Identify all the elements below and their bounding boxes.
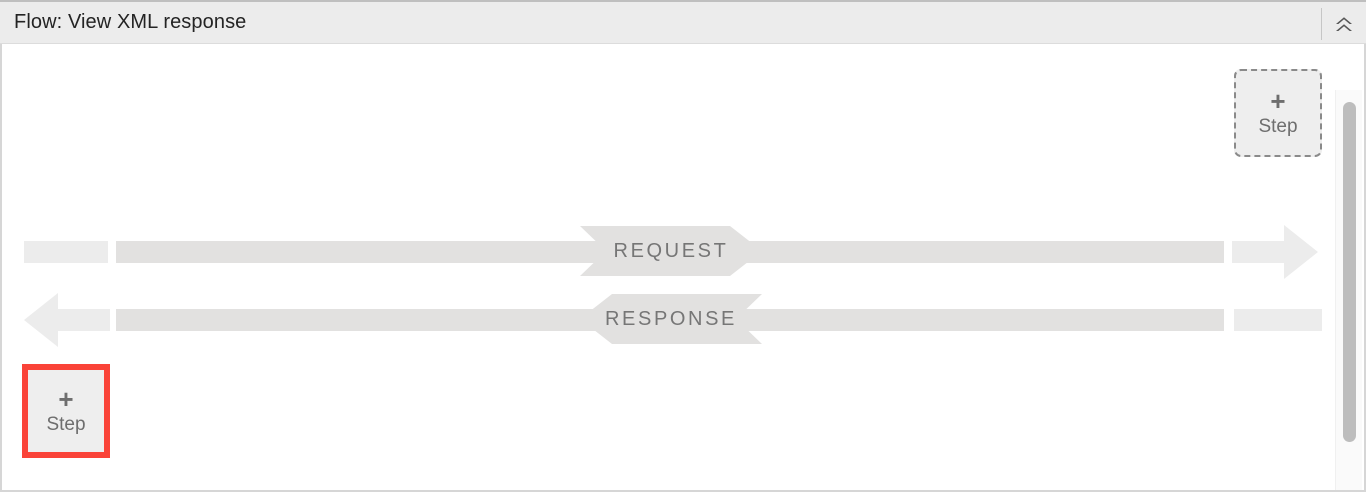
plus-icon: + bbox=[58, 384, 74, 414]
arrow-right-icon bbox=[1232, 225, 1318, 279]
arrow-left-icon bbox=[24, 293, 110, 347]
page-title: Flow: View XML response bbox=[14, 11, 247, 33]
titlebar-divider bbox=[1321, 8, 1322, 40]
panel-titlebar: Flow: View XML response bbox=[0, 0, 1366, 44]
plus-icon: + bbox=[1270, 86, 1286, 116]
add-step-button-top-right[interactable]: + Step bbox=[1234, 69, 1322, 157]
add-step-label: Step bbox=[46, 414, 86, 435]
vertical-scrollbar[interactable] bbox=[1335, 90, 1362, 490]
request-lane-stub bbox=[24, 241, 108, 263]
flow-canvas[interactable]: + Step REQUEST bbox=[0, 44, 1366, 492]
collapse-panel-button[interactable] bbox=[1322, 4, 1366, 45]
request-label: REQUEST bbox=[613, 239, 729, 262]
add-step-label: Step bbox=[1258, 116, 1298, 137]
add-step-button-bottom-left-highlight: + Step bbox=[22, 364, 110, 458]
request-banner: REQUEST bbox=[580, 226, 762, 276]
response-lane-stub bbox=[1234, 309, 1322, 331]
request-lane: REQUEST bbox=[2, 224, 1322, 280]
double-chevron-up-icon bbox=[1333, 15, 1355, 35]
response-banner: RESPONSE bbox=[580, 294, 762, 344]
response-label: RESPONSE bbox=[605, 307, 737, 330]
add-step-button-bottom-left[interactable]: + Step bbox=[28, 370, 104, 452]
response-lane: RESPONSE bbox=[2, 292, 1322, 348]
scrollbar-thumb[interactable] bbox=[1343, 102, 1356, 442]
